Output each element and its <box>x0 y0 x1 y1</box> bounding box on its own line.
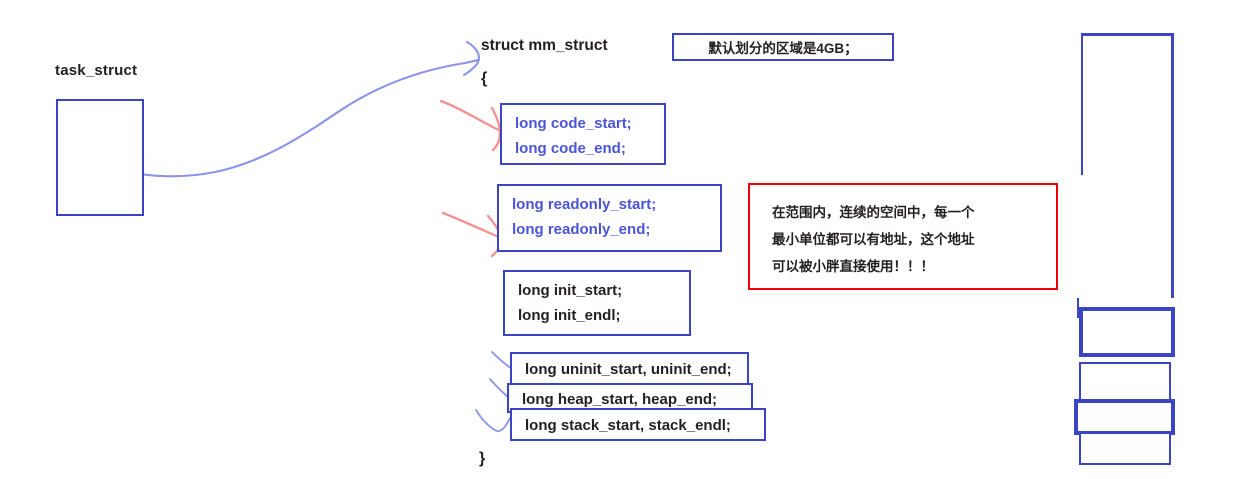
field-box-code: long code_start; long code_end; <box>500 103 666 165</box>
note-default-region-size-text: 默认划分的区域是4GB； <box>708 41 858 56</box>
task-struct-label: task_struct <box>55 62 138 79</box>
field-box-init: long init_start; long init_endl; <box>503 270 691 336</box>
field-line-init-start: long init_start; <box>518 282 623 299</box>
memory-column-right-edge <box>1171 33 1174 298</box>
note-address-usage-line-1: 在范围内，连续的空间中，每一个 <box>772 205 975 220</box>
struct-mm-struct-header: struct mm_struct <box>481 37 608 54</box>
note-address-usage-line-2: 最小单位都可以有地址，这个地址 <box>772 232 975 247</box>
task-struct-box <box>56 99 144 216</box>
note-default-region-size: 默认划分的区域是4GB； <box>672 33 894 61</box>
memory-column-top-edge <box>1081 33 1174 36</box>
memory-column-lower-left-edge <box>1077 298 1079 318</box>
note-address-usage-line-3: 可以被小胖直接使用！！！ <box>772 259 934 274</box>
memory-segment-4 <box>1079 432 1171 465</box>
note-address-usage: 在范围内，连续的空间中，每一个 最小单位都可以有地址，这个地址 可以被小胖直接使… <box>748 183 1058 290</box>
memory-column-upper-left-edge <box>1081 33 1083 175</box>
memory-segment-3 <box>1074 399 1175 435</box>
red-arrow-to-code-block <box>439 99 505 152</box>
field-line-init-endl: long init_endl; <box>518 307 621 324</box>
field-box-uninit: long uninit_start, uninit_end; <box>510 352 749 385</box>
memory-segment-2 <box>1079 362 1171 405</box>
curved-arrow-task-struct-to-mm-struct <box>120 40 481 178</box>
tick-stack <box>475 409 511 432</box>
field-line-readonly-end: long readonly_end; <box>512 221 651 238</box>
red-arrow-to-readonly-block <box>441 211 504 258</box>
field-line-stack: long stack_start, stack_endl; <box>525 417 731 434</box>
field-line-code-end: long code_end; <box>515 140 626 157</box>
struct-open-brace: { <box>481 70 488 87</box>
field-line-code-start: long code_start; <box>515 115 632 132</box>
field-line-uninit: long uninit_start, uninit_end; <box>525 361 732 378</box>
field-box-stack: long stack_start, stack_endl; <box>510 408 766 441</box>
struct-close-brace: } <box>479 450 486 467</box>
memory-segment-1 <box>1079 307 1175 357</box>
field-line-heap: long heap_start, heap_end; <box>522 391 718 408</box>
field-line-readonly-start: long readonly_start; <box>512 196 657 213</box>
field-box-readonly: long readonly_start; long readonly_end; <box>497 184 722 252</box>
